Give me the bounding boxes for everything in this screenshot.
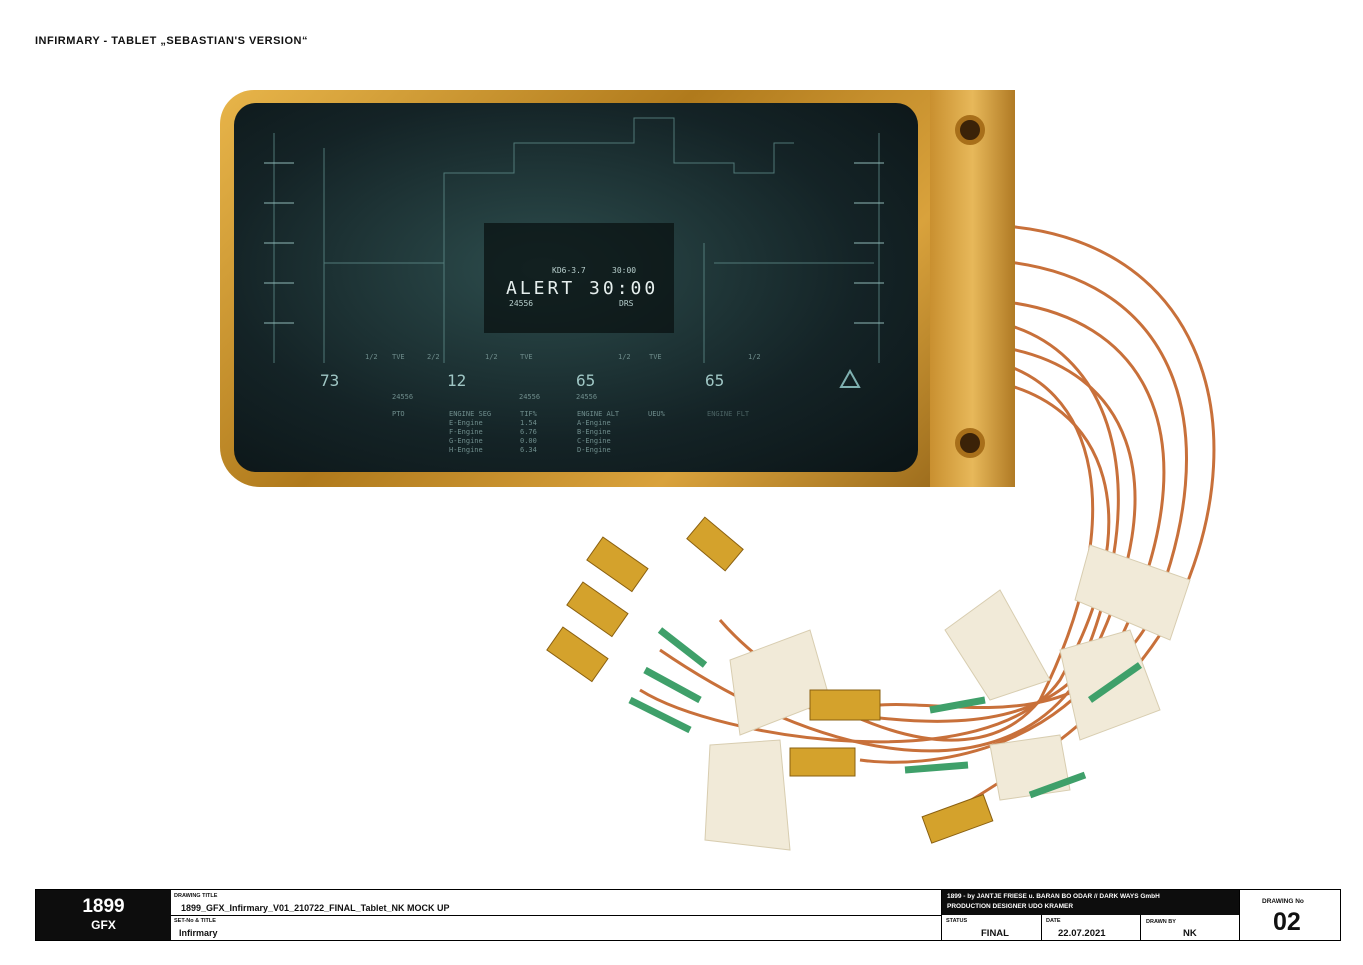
row-label: TVE: [520, 353, 533, 361]
engine-label: G-Engine: [449, 437, 483, 445]
status-label: STATUS: [946, 918, 968, 924]
row-label: 1/2: [485, 353, 498, 361]
status-value: FINAL: [981, 928, 1009, 939]
value-4: 65: [705, 371, 725, 390]
row-label: 1/2: [618, 353, 631, 361]
credits: 1899 - by JANTJE FRIESE u. BARAN BO ODAR…: [941, 890, 1239, 915]
tif-value: 0.00: [520, 437, 537, 445]
table-header: ENGINE FLT: [707, 410, 750, 418]
table-header: ENGINE ALT: [577, 410, 620, 418]
sub-label: 24556: [519, 393, 541, 401]
sub-label: 24556: [576, 393, 598, 401]
value-1: 73: [320, 371, 340, 390]
tif-value: 6.76: [520, 428, 537, 436]
credit-line-2: PRODUCTION DESIGNER UDO KRAMER: [947, 903, 1074, 910]
alert-timer-small: 30:00: [612, 266, 637, 275]
engine-label: D-Engine: [577, 446, 611, 454]
drawing-no: 02: [1273, 908, 1301, 936]
sheet-title: INFIRMARY - TABLET „SEBASTIAN'S VERSION“: [35, 35, 308, 47]
alert-code: KD6-3.7: [552, 266, 586, 275]
row-label: TVE: [649, 353, 662, 361]
drawing-title-label: DRAWING TITLE: [174, 893, 218, 899]
value-3: 65: [576, 371, 596, 390]
engine-label: E-Engine: [449, 419, 483, 427]
engine-label: C-Engine: [577, 437, 611, 445]
screw-hole: [955, 428, 985, 458]
engine-label: H-Engine: [449, 446, 483, 454]
row-label: 1/2: [365, 353, 378, 361]
project-name: 1899: [82, 896, 125, 917]
row-label: TVE: [392, 353, 405, 361]
alert-panel: [484, 223, 674, 333]
tablet-device: KD6-3.7 30:00 ALERT 30:00 24556 DRS 73 1…: [220, 90, 1015, 487]
warning-triangle-icon: [839, 369, 861, 388]
tif-value: 1.54: [520, 419, 537, 427]
alert-drs: DRS: [619, 299, 634, 308]
row-label: 2/2: [427, 353, 440, 361]
alert-id: 24556: [509, 299, 534, 308]
table-header: ENGINE SEG: [449, 410, 492, 418]
credit-line-1: 1899 - by JANTJE FRIESE u. BARAN BO ODAR…: [947, 893, 1160, 900]
date-value: 22.07.2021: [1058, 928, 1106, 939]
sub-label: 24556: [392, 393, 414, 401]
connector-plate: [930, 90, 1015, 487]
table-header: UEU%: [648, 410, 665, 418]
table-header: PTO: [392, 410, 405, 418]
project-block: 1899 GFX: [36, 890, 171, 940]
engine-label: A-Engine: [577, 419, 611, 427]
tif-value: 6.34: [520, 446, 537, 454]
value-2: 12: [447, 371, 467, 390]
set-label: SET-No & TITLE: [174, 918, 216, 924]
drawn-by-value: NK: [1183, 928, 1197, 939]
table-header: TIF%: [520, 410, 537, 418]
title-block: 1899 GFX DRAWING TITLE 1899_GFX_Infirmar…: [35, 889, 1341, 941]
row-label: 1/2: [748, 353, 761, 361]
screen-graphs: [264, 117, 884, 363]
screw-hole: [955, 115, 985, 145]
alert-text: ALERT 30:00: [506, 278, 659, 299]
department: GFX: [91, 918, 116, 932]
drawn-by-label: DRAWN BY: [1146, 919, 1176, 925]
engine-label: F-Engine: [449, 428, 483, 436]
set-title: Infirmary: [179, 928, 218, 938]
tablet-screen: KD6-3.7 30:00 ALERT 30:00 24556 DRS 73 1…: [234, 103, 918, 472]
drawing-no-label: DRAWING No: [1262, 898, 1304, 905]
date-label: DATE: [1046, 918, 1061, 924]
engine-label: B-Engine: [577, 428, 611, 436]
drawing-title: 1899_GFX_Infirmary_V01_210722_FINAL_Tabl…: [181, 903, 450, 913]
